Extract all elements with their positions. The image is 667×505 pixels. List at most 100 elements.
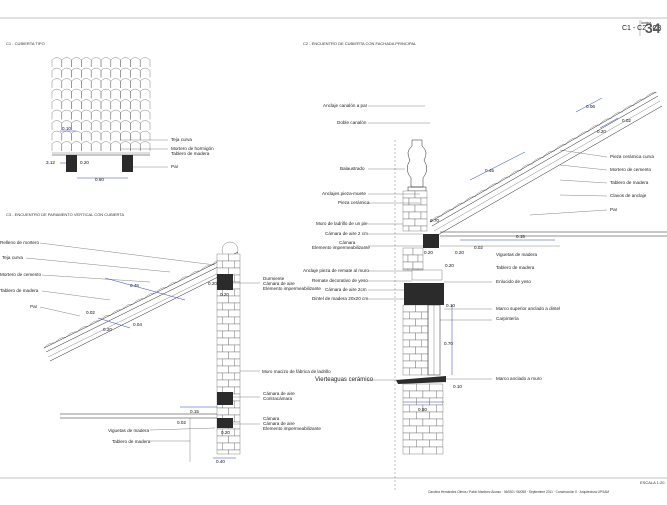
brick (429, 439, 444, 448)
tile (51, 57, 62, 67)
brick (414, 190, 428, 199)
brick (228, 407, 241, 416)
brick (402, 268, 409, 271)
brick (429, 411, 444, 420)
brick (216, 372, 223, 381)
tile (61, 67, 72, 78)
brick (402, 204, 416, 213)
brick (436, 404, 444, 413)
c2-right-label-11: Marco anclado a muro (496, 376, 542, 381)
roof-tile (429, 215, 443, 223)
brick (402, 247, 414, 256)
sheet-codes: C1 - C2 - C3 (622, 25, 661, 32)
tile (81, 57, 92, 67)
roof-tile (166, 281, 178, 288)
brick (409, 353, 422, 362)
roof-tile (588, 124, 601, 132)
tile (61, 141, 72, 151)
c2-lintel (404, 283, 444, 305)
c1-label-2: Mortero de hormigón (171, 146, 214, 151)
tile (120, 99, 131, 109)
tile (91, 130, 102, 141)
tile (71, 120, 82, 130)
brick (216, 267, 229, 276)
brick (421, 339, 429, 348)
c2-right-label-8: Enlucido de yeso (496, 279, 531, 284)
tile (61, 88, 72, 99)
brick (234, 428, 241, 437)
tile (71, 109, 82, 120)
c2-dim-12: 0.70 (444, 341, 453, 346)
brick (216, 407, 229, 416)
tile (120, 130, 131, 141)
c2-chamber-block (423, 234, 439, 248)
brick (436, 432, 444, 441)
c3-right-label-3: Elemento impermeabilizante (263, 286, 321, 291)
brick (414, 204, 428, 213)
tile (130, 78, 141, 88)
tile (100, 120, 111, 130)
tile (71, 57, 82, 67)
tile (130, 99, 141, 109)
tile (71, 88, 82, 99)
tile (91, 57, 102, 67)
brick (234, 344, 241, 353)
tile (71, 99, 82, 109)
roof-tile (155, 287, 167, 293)
brick (422, 446, 437, 455)
tile (140, 67, 151, 78)
c2-right-label-10: Carpintería (496, 316, 519, 321)
brick (216, 365, 229, 374)
c1-dim-3: 0.20 (80, 160, 89, 165)
c3-leader-l4 (41, 290, 111, 301)
tile (140, 99, 151, 109)
brick (402, 190, 416, 199)
tile (81, 141, 92, 151)
brick (402, 197, 410, 206)
roof-tile (55, 337, 67, 343)
c1-dim-1: 0.10 (62, 126, 71, 131)
c3-right-label-2: Cámara de aire (263, 281, 295, 286)
roof-tile (542, 150, 556, 158)
c2-right-label-5: Par (610, 207, 618, 212)
c3-bottom-label-1: Viguetas de madera (108, 428, 149, 433)
c3-title: C3 - ENCUENTRO DE PARAMENTO VERTICAL CON… (6, 212, 124, 217)
brick (415, 318, 429, 327)
tile (130, 120, 141, 130)
c3-dim-8: 0.02 (177, 420, 186, 425)
c2-baluster (407, 139, 427, 188)
roof-tile (133, 298, 145, 304)
brick (420, 225, 428, 232)
brick (216, 323, 229, 332)
brick (409, 432, 424, 441)
c2-left-label-6: Muro de ladrillo de un pie (316, 221, 368, 226)
tile (110, 78, 121, 88)
roof-tile (178, 276, 190, 282)
tile (100, 67, 111, 78)
c2-dim-5: 0.70 (430, 218, 439, 223)
tile (110, 88, 121, 99)
tile (130, 57, 141, 67)
tile (91, 109, 102, 120)
brick (402, 397, 417, 406)
tile (81, 67, 92, 78)
brick (429, 383, 444, 392)
brick (216, 449, 229, 455)
roof-tile (200, 265, 212, 271)
brick (216, 302, 223, 311)
tile (130, 141, 141, 151)
c2-dim-13: 0.10 (453, 384, 462, 389)
brick (407, 254, 419, 263)
brick (416, 425, 430, 434)
tile (51, 99, 62, 109)
brick (402, 404, 410, 413)
tile (61, 78, 72, 88)
brick (409, 390, 424, 399)
brick (216, 253, 229, 262)
brick (420, 211, 428, 220)
c3-brick-wall (216, 253, 241, 455)
brick (222, 372, 235, 381)
tile (110, 130, 121, 141)
tile (61, 130, 72, 141)
brick (216, 330, 223, 339)
